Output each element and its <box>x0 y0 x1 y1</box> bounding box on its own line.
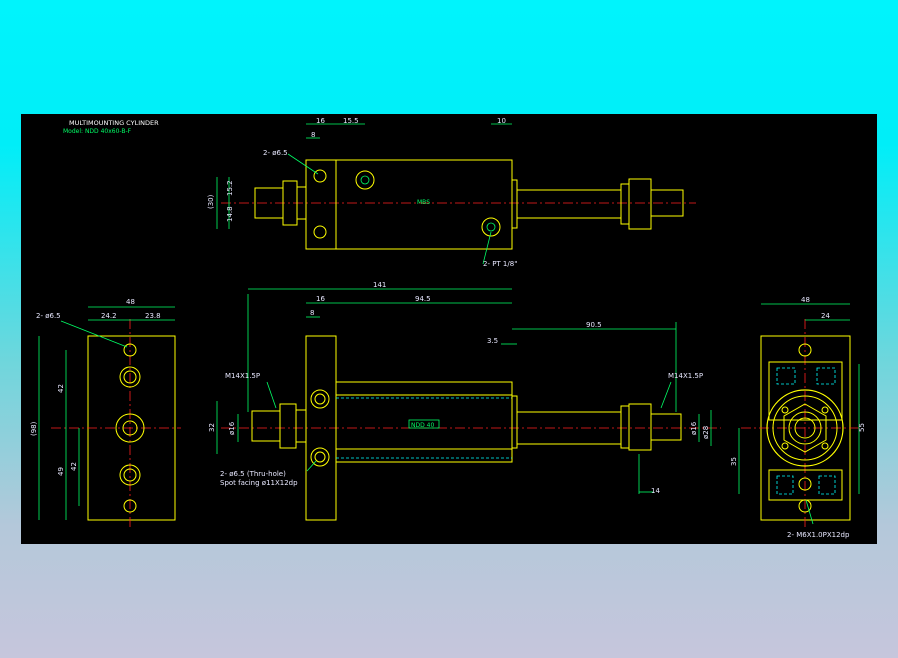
front-label-plate: NDD 40 <box>411 422 434 429</box>
top-port-right <box>481 217 501 237</box>
left-dim-42-bottom: 42 <box>70 462 78 471</box>
front-dim-phi28: ø28 <box>702 426 710 439</box>
right-dim-24: 24 <box>821 312 830 320</box>
front-dim-32: 32 <box>208 423 216 432</box>
right-thread-note: 2- M6X1.0PX12dp <box>787 531 850 539</box>
top-dim-10: 10 <box>497 117 506 125</box>
top-dim-15-5: 15.5 <box>343 117 359 125</box>
front-thread-left: M14X1.5P <box>225 372 260 380</box>
front-dim-3-5: 3.5 <box>487 337 498 345</box>
top-piston-rod <box>516 189 622 219</box>
top-hole-upper <box>313 169 327 183</box>
top-dim-8: 8 <box>311 131 315 139</box>
top-port-left <box>355 170 375 190</box>
top-head-block <box>305 159 337 250</box>
top-view: 16 15.5 8 10 (30) 15.2 14.8 2- ø6.5 2- P… <box>207 117 696 268</box>
left-hole-top <box>123 343 137 357</box>
left-dim-42-top: 42 <box>57 384 65 393</box>
top-dim-14-8: 14.8 <box>226 206 234 222</box>
top-port-note: 2- PT 1/8" <box>483 260 517 268</box>
left-dim-49: 49 <box>57 467 65 476</box>
front-dim-phi16-left: ø16 <box>228 421 236 435</box>
front-hole-note: 2- ø6.5 (Thru-hole) <box>220 470 286 478</box>
cad-drawing: MULTIMOUNTING CYLINDER Model: NDD 40x60-… <box>30 117 866 539</box>
top-hole-lower <box>313 225 327 239</box>
right-hole-top <box>798 343 812 357</box>
top-hole-note: 2- ø6.5 <box>263 149 288 157</box>
front-dim-94-5: 94.5 <box>415 295 431 303</box>
right-dim-35: 35 <box>730 457 738 466</box>
top-dim-30: (30) <box>207 194 215 209</box>
drawing-panel: MULTIMOUNTING CYLINDER Model: NDD 40x60-… <box>21 114 877 544</box>
right-boss-outer <box>766 389 844 467</box>
drawing-title: MULTIMOUNTING CYLINDER <box>69 119 159 127</box>
front-rear-nut <box>279 403 297 449</box>
front-dim-16: 16 <box>316 295 325 303</box>
left-dim-98: (98) <box>30 421 38 436</box>
front-thread-right: M14X1.5P <box>668 372 703 380</box>
top-front-nut <box>628 178 652 230</box>
left-hole-bottom <box>123 499 137 513</box>
right-view: 48 24 55 35 2- M6X1.0PX12dp <box>730 296 866 539</box>
right-dim-55: 55 <box>858 423 866 432</box>
left-dim-24-2: 24.2 <box>101 312 117 320</box>
front-view: NDD 40 141 16 94.5 8 3.5 90.5 M14X1.5P M… <box>208 281 721 521</box>
front-rod-nut <box>628 403 652 451</box>
front-dim-90-5: 90.5 <box>586 321 602 329</box>
right-hole-bottom <box>798 499 812 513</box>
right-dim-48: 48 <box>801 296 810 304</box>
left-hole-note: 2- ø6.5 <box>36 312 61 320</box>
top-dim-16: 16 <box>316 117 325 125</box>
top-tiny-mark: MBS <box>417 199 430 206</box>
left-dim-23-8: 23.8 <box>145 312 161 320</box>
front-dim-phi16-right: ø16 <box>690 421 698 435</box>
top-dim-15-2: 15.2 <box>226 180 234 196</box>
front-dim-8: 8 <box>310 309 314 317</box>
front-dim-14: 14 <box>651 487 660 495</box>
right-hex-nut <box>783 403 827 453</box>
left-dim-48: 48 <box>126 298 135 306</box>
left-view: 48 24.2 23.8 2- ø6.5 (98) 42 49 42 <box>30 298 181 529</box>
front-hole-lower <box>310 447 330 467</box>
front-dim-141: 141 <box>373 281 386 289</box>
front-spot-note: Spot facing ø11X12dp <box>220 479 298 487</box>
front-hole-upper <box>310 389 330 409</box>
drawing-model: Model: NDD 40x60-B-F <box>63 128 132 135</box>
left-center-bore <box>115 413 145 443</box>
